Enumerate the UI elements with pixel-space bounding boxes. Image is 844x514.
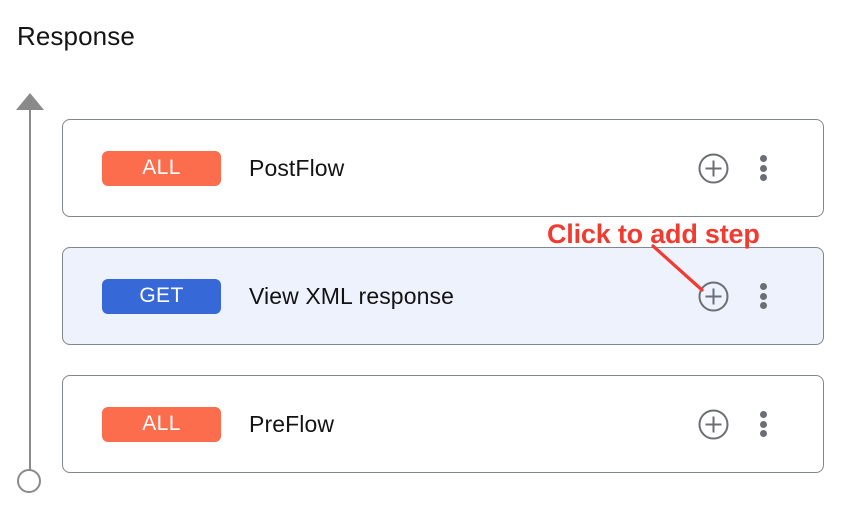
flow-step-actions — [698, 152, 775, 184]
up-arrow-icon — [16, 93, 44, 110]
flow-step-actions — [698, 280, 775, 312]
flow-step-row[interactable]: GET View XML response — [62, 247, 824, 345]
flow-step-label: PostFlow — [249, 154, 345, 181]
flow-step-row[interactable]: ALL PreFlow — [62, 375, 824, 473]
kebab-menu-icon[interactable] — [751, 280, 775, 312]
kebab-dot — [759, 420, 767, 428]
method-badge: GET — [102, 278, 221, 314]
kebab-dot — [759, 430, 767, 437]
kebab-dot — [759, 292, 767, 300]
flow-direction-axis — [14, 88, 48, 500]
axis-line — [29, 102, 31, 487]
page-title: Response — [17, 21, 135, 51]
kebab-menu-icon[interactable] — [751, 408, 775, 440]
kebab-dot — [759, 164, 767, 172]
plus-circle-icon[interactable] — [698, 409, 729, 440]
kebab-dot — [759, 174, 767, 181]
kebab-dot — [759, 302, 767, 309]
flow-step-list: ALL PostFlow GET View — [62, 119, 824, 473]
circle-endpoint-icon — [17, 469, 41, 493]
annotation-callout-label: Click to add step — [547, 219, 760, 249]
kebab-menu-icon[interactable] — [751, 152, 775, 184]
kebab-dot — [759, 411, 767, 418]
plus-circle-icon[interactable] — [698, 153, 729, 184]
plus-circle-icon[interactable] — [698, 281, 729, 312]
flow-step-row[interactable]: ALL PostFlow — [62, 119, 824, 217]
flow-step-label: PreFlow — [249, 410, 335, 437]
kebab-dot — [759, 283, 767, 290]
method-badge: ALL — [102, 150, 221, 186]
method-badge: ALL — [102, 406, 221, 442]
kebab-dot — [759, 155, 767, 162]
flow-step-actions — [698, 408, 775, 440]
flow-step-label: View XML response — [249, 282, 454, 309]
